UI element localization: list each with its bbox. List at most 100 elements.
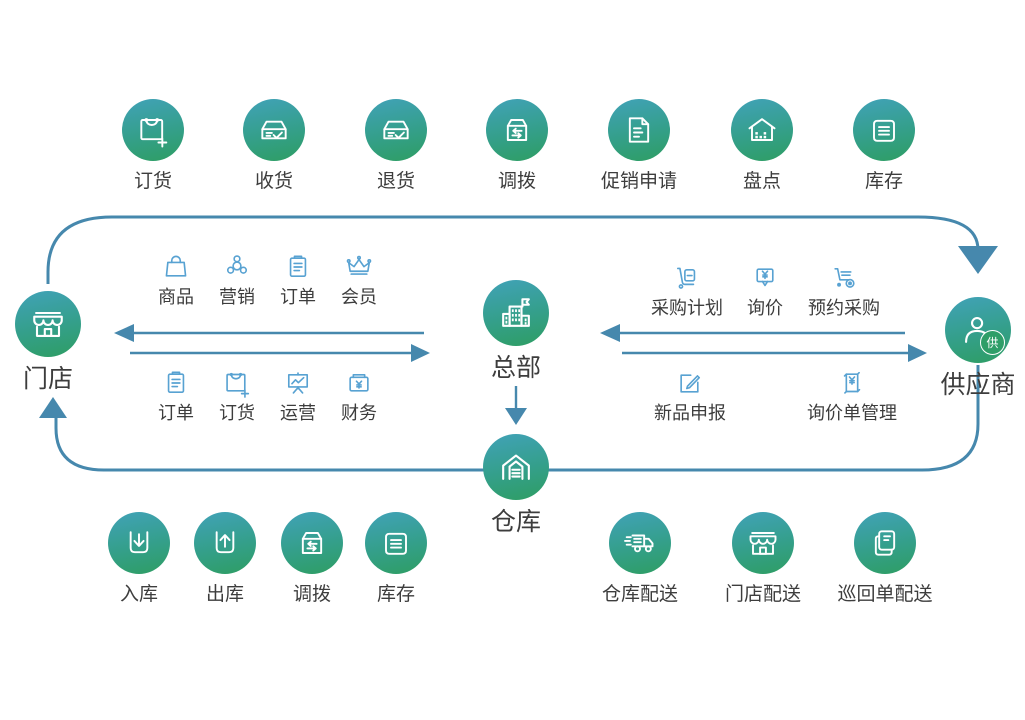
- node-label: 入库: [119, 584, 158, 605]
- mini-finance: 财务: [314, 366, 404, 424]
- node-returns: 退货: [336, 99, 456, 193]
- mini-label: 营销: [219, 287, 255, 307]
- node-inventory-top: 库存: [824, 99, 944, 193]
- mini-label: 询价单管理: [807, 403, 897, 423]
- truck-icon: [609, 512, 671, 574]
- cashbox-icon: [342, 366, 376, 400]
- arrowhead-left-pair: [114, 324, 134, 342]
- mini-scheduled-purchase: 预约采购: [799, 261, 889, 319]
- bag-icon: [159, 250, 193, 284]
- node-inbound: 入库: [79, 512, 199, 606]
- arrowhead-right-pair-2: [908, 344, 927, 362]
- box-swap-icon: [486, 99, 548, 161]
- house-audit-icon: [731, 99, 793, 161]
- node-receiving: 收货: [214, 99, 334, 193]
- presentation-icon: [281, 366, 315, 400]
- node-label: 库存: [376, 584, 415, 605]
- mini-inquiry: 询价: [720, 261, 810, 319]
- mini-inquiry-mgmt: 询价单管理: [807, 366, 897, 424]
- hub-warehouse: 仓库: [446, 434, 586, 537]
- box-lines-icon: [365, 512, 427, 574]
- mini-orders2: 订单: [131, 366, 221, 424]
- node-label: 库存: [864, 171, 903, 192]
- hub-supplier: 供 供应商: [908, 297, 1025, 400]
- mini-ordering2: 订货: [192, 366, 282, 424]
- mini-operations: 运营: [253, 366, 343, 424]
- storefront-icon: [15, 291, 81, 357]
- mini-label: 订单: [158, 403, 194, 423]
- supplier-person-icon: 供: [945, 297, 1011, 363]
- node-warehouse-delivery: 仓库配送: [580, 512, 700, 606]
- bag-plus-icon: [220, 366, 254, 400]
- mini-label: 会员: [341, 287, 377, 307]
- warehouse-icon: [483, 434, 549, 500]
- hub-label: 门店: [22, 365, 73, 393]
- node-label: 订货: [133, 171, 172, 192]
- mini-label: 新品申报: [654, 403, 726, 423]
- building-flag-icon: [483, 280, 549, 346]
- edit-pen-icon: [673, 366, 707, 400]
- hub-label: 供应商: [940, 371, 1016, 399]
- node-label: 巡回单配送: [837, 584, 933, 605]
- arrowhead-to-supplier: [958, 246, 998, 274]
- box-swap-icon: [281, 512, 343, 574]
- node-promo-request: 促销申请: [579, 99, 699, 193]
- node-route-delivery: 巡回单配送: [825, 512, 945, 606]
- box-check-icon: [243, 99, 305, 161]
- mini-members: 会员: [314, 250, 404, 308]
- hub-headquarters: 总部: [446, 280, 586, 383]
- supplier-badge: 供: [980, 330, 1005, 355]
- doc-yen-icon: [835, 366, 869, 400]
- box-check-icon: [365, 99, 427, 161]
- tray-down-icon: [108, 512, 170, 574]
- document-icon: [608, 99, 670, 161]
- hub-store: 门店: [0, 291, 118, 394]
- mini-label: 询价: [747, 298, 783, 318]
- loop-top-line: [46, 215, 980, 284]
- node-transfer-bottom: 调拨: [252, 512, 372, 606]
- mini-label: 商品: [158, 287, 194, 307]
- node-ordering: 订货: [93, 99, 213, 193]
- clipboard-icon: [281, 250, 315, 284]
- node-label: 出库: [205, 584, 244, 605]
- node-inventory-bottom: 库存: [336, 512, 456, 606]
- node-label: 收货: [254, 171, 293, 192]
- mini-label: 运营: [280, 403, 316, 423]
- trolley-clock-icon: [827, 261, 861, 295]
- arrowhead-right-pair-1: [411, 344, 430, 362]
- node-label: 盘点: [742, 171, 781, 192]
- storefront-icon: [732, 512, 794, 574]
- arrowhead-to-warehouse: [505, 408, 527, 425]
- hub-label: 仓库: [490, 508, 541, 536]
- node-label: 门店配送: [724, 584, 801, 605]
- node-label: 调拨: [497, 171, 536, 192]
- mini-new-product: 新品申报: [645, 366, 735, 424]
- mini-purchase-plan: 采购计划: [642, 261, 732, 319]
- node-transfer-top: 调拨: [457, 99, 577, 193]
- bubble-yen-icon: [748, 261, 782, 295]
- node-label: 调拨: [292, 584, 331, 605]
- network-icon: [220, 250, 254, 284]
- node-store-delivery: 门店配送: [703, 512, 823, 606]
- crown-icon: [342, 250, 376, 284]
- box-lines-icon: [853, 99, 915, 161]
- node-label: 促销申请: [600, 171, 677, 192]
- bag-plus-icon: [122, 99, 184, 161]
- docs-stack-icon: [854, 512, 916, 574]
- node-label: 退货: [376, 171, 415, 192]
- mini-label: 订货: [219, 403, 255, 423]
- mini-goods: 商品: [131, 250, 221, 308]
- mini-label: 预约采购: [808, 298, 880, 318]
- tray-up-icon: [194, 512, 256, 574]
- mini-marketing: 营销: [192, 250, 282, 308]
- mini-label: 采购计划: [651, 298, 723, 318]
- clipboard-icon: [159, 366, 193, 400]
- arrowhead-left-pair-2: [600, 324, 620, 342]
- arrowhead-to-store: [39, 397, 67, 418]
- trolley-doc-icon: [670, 261, 704, 295]
- mini-label: 订单: [280, 287, 316, 307]
- hub-label: 总部: [490, 354, 541, 382]
- mini-label: 财务: [341, 403, 377, 423]
- node-outbound: 出库: [165, 512, 285, 606]
